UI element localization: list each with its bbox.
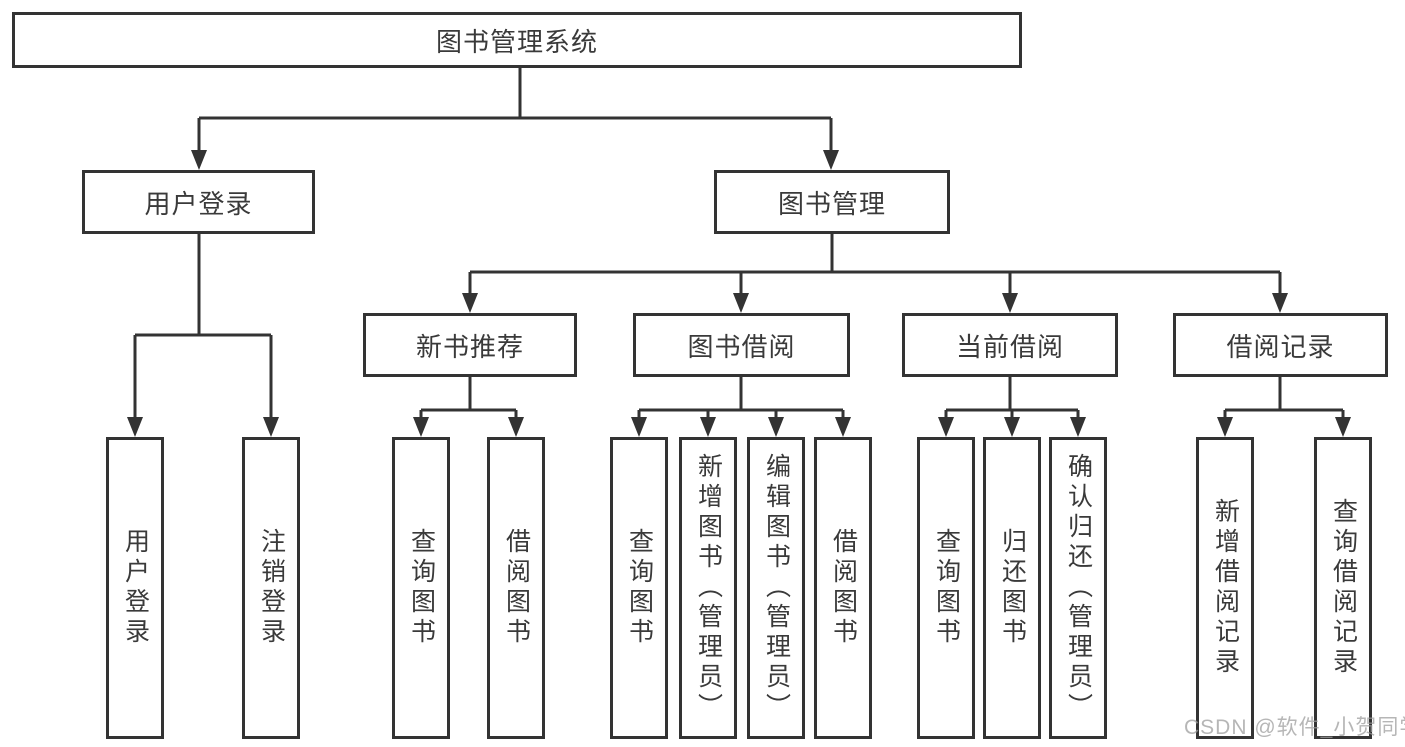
edge-book-mgmt-to-level3 <box>468 234 1282 296</box>
leaf-borrow-books-borrow-label: 借阅图书 <box>829 528 858 648</box>
leaf-add-borrow-record: 新增借阅记录 <box>1196 437 1254 739</box>
edge-current-borrow-to-leaves <box>944 377 1080 420</box>
node-user-login: 用户登录 <box>82 170 315 234</box>
arrowheads-level2 <box>191 150 839 170</box>
edge-user-login-to-leaves <box>133 234 273 420</box>
leaf-borrow-books-recommend-label: 借阅图书 <box>502 528 531 648</box>
edge-borrow-records-to-leaves <box>1223 377 1345 420</box>
leaf-add-borrow-record-label: 新增借阅记录 <box>1211 498 1240 678</box>
leaf-confirm-return-admin: 确认归还（管理员） <box>1049 437 1107 739</box>
node-current-borrow-label: 当前借阅 <box>955 331 1064 362</box>
leaf-add-book-admin: 新增图书（管理员） <box>679 437 737 739</box>
leaf-add-book-admin-label: 新增图书（管理员） <box>694 453 723 723</box>
leaf-confirm-return-admin-label: 确认归还（管理员） <box>1064 453 1093 723</box>
leaf-query-books-borrow-label: 查询图书 <box>625 528 654 648</box>
arrowheads-leaves <box>413 417 1351 437</box>
node-root-label: 图书管理系统 <box>435 26 598 57</box>
leaf-borrow-books-recommend: 借阅图书 <box>487 437 545 739</box>
leaf-return-book-label: 归还图书 <box>998 528 1027 648</box>
edge-book-borrow-to-leaves <box>637 377 845 420</box>
node-new-book-recommend: 新书推荐 <box>363 313 577 377</box>
node-borrow-records-label: 借阅记录 <box>1226 331 1335 362</box>
node-root: 图书管理系统 <box>12 12 1022 68</box>
leaf-user-login-label: 用户登录 <box>121 528 150 648</box>
leaf-logout: 注销登录 <box>242 437 300 739</box>
csdn-watermark: CSDN @软件_小贺同学 <box>1184 716 1405 739</box>
edge-root-to-level2 <box>197 68 833 152</box>
leaf-query-books-current-label: 查询图书 <box>932 528 961 648</box>
edge-new-book-rec-to-leaves <box>419 377 518 420</box>
leaf-edit-book-admin-label: 编辑图书（管理员） <box>762 453 791 723</box>
leaf-user-login: 用户登录 <box>106 437 164 739</box>
leaf-borrow-books-borrow: 借阅图书 <box>814 437 872 739</box>
node-book-borrow: 图书借阅 <box>633 313 850 377</box>
leaf-query-books-borrow: 查询图书 <box>610 437 668 739</box>
node-book-management-label: 图书管理 <box>777 188 886 219</box>
arrowheads-user-login-leaves <box>127 417 279 437</box>
leaf-logout-label: 注销登录 <box>257 528 286 648</box>
node-user-login-label: 用户登录 <box>144 188 253 219</box>
node-book-management: 图书管理 <box>714 170 950 234</box>
node-current-borrow: 当前借阅 <box>902 313 1118 377</box>
node-new-book-recommend-label: 新书推荐 <box>415 331 524 362</box>
node-borrow-records: 借阅记录 <box>1173 313 1388 377</box>
node-book-borrow-label: 图书借阅 <box>687 331 796 362</box>
leaf-edit-book-admin: 编辑图书（管理员） <box>747 437 805 739</box>
arrowheads-level3 <box>462 293 1288 313</box>
leaf-query-books-recommend-label: 查询图书 <box>407 528 436 648</box>
leaf-query-borrow-record: 查询借阅记录 <box>1314 437 1372 739</box>
leaf-query-books-current: 查询图书 <box>917 437 975 739</box>
leaf-query-borrow-record-label: 查询借阅记录 <box>1329 498 1358 678</box>
leaf-query-books-recommend: 查询图书 <box>392 437 450 739</box>
leaf-return-book: 归还图书 <box>983 437 1041 739</box>
